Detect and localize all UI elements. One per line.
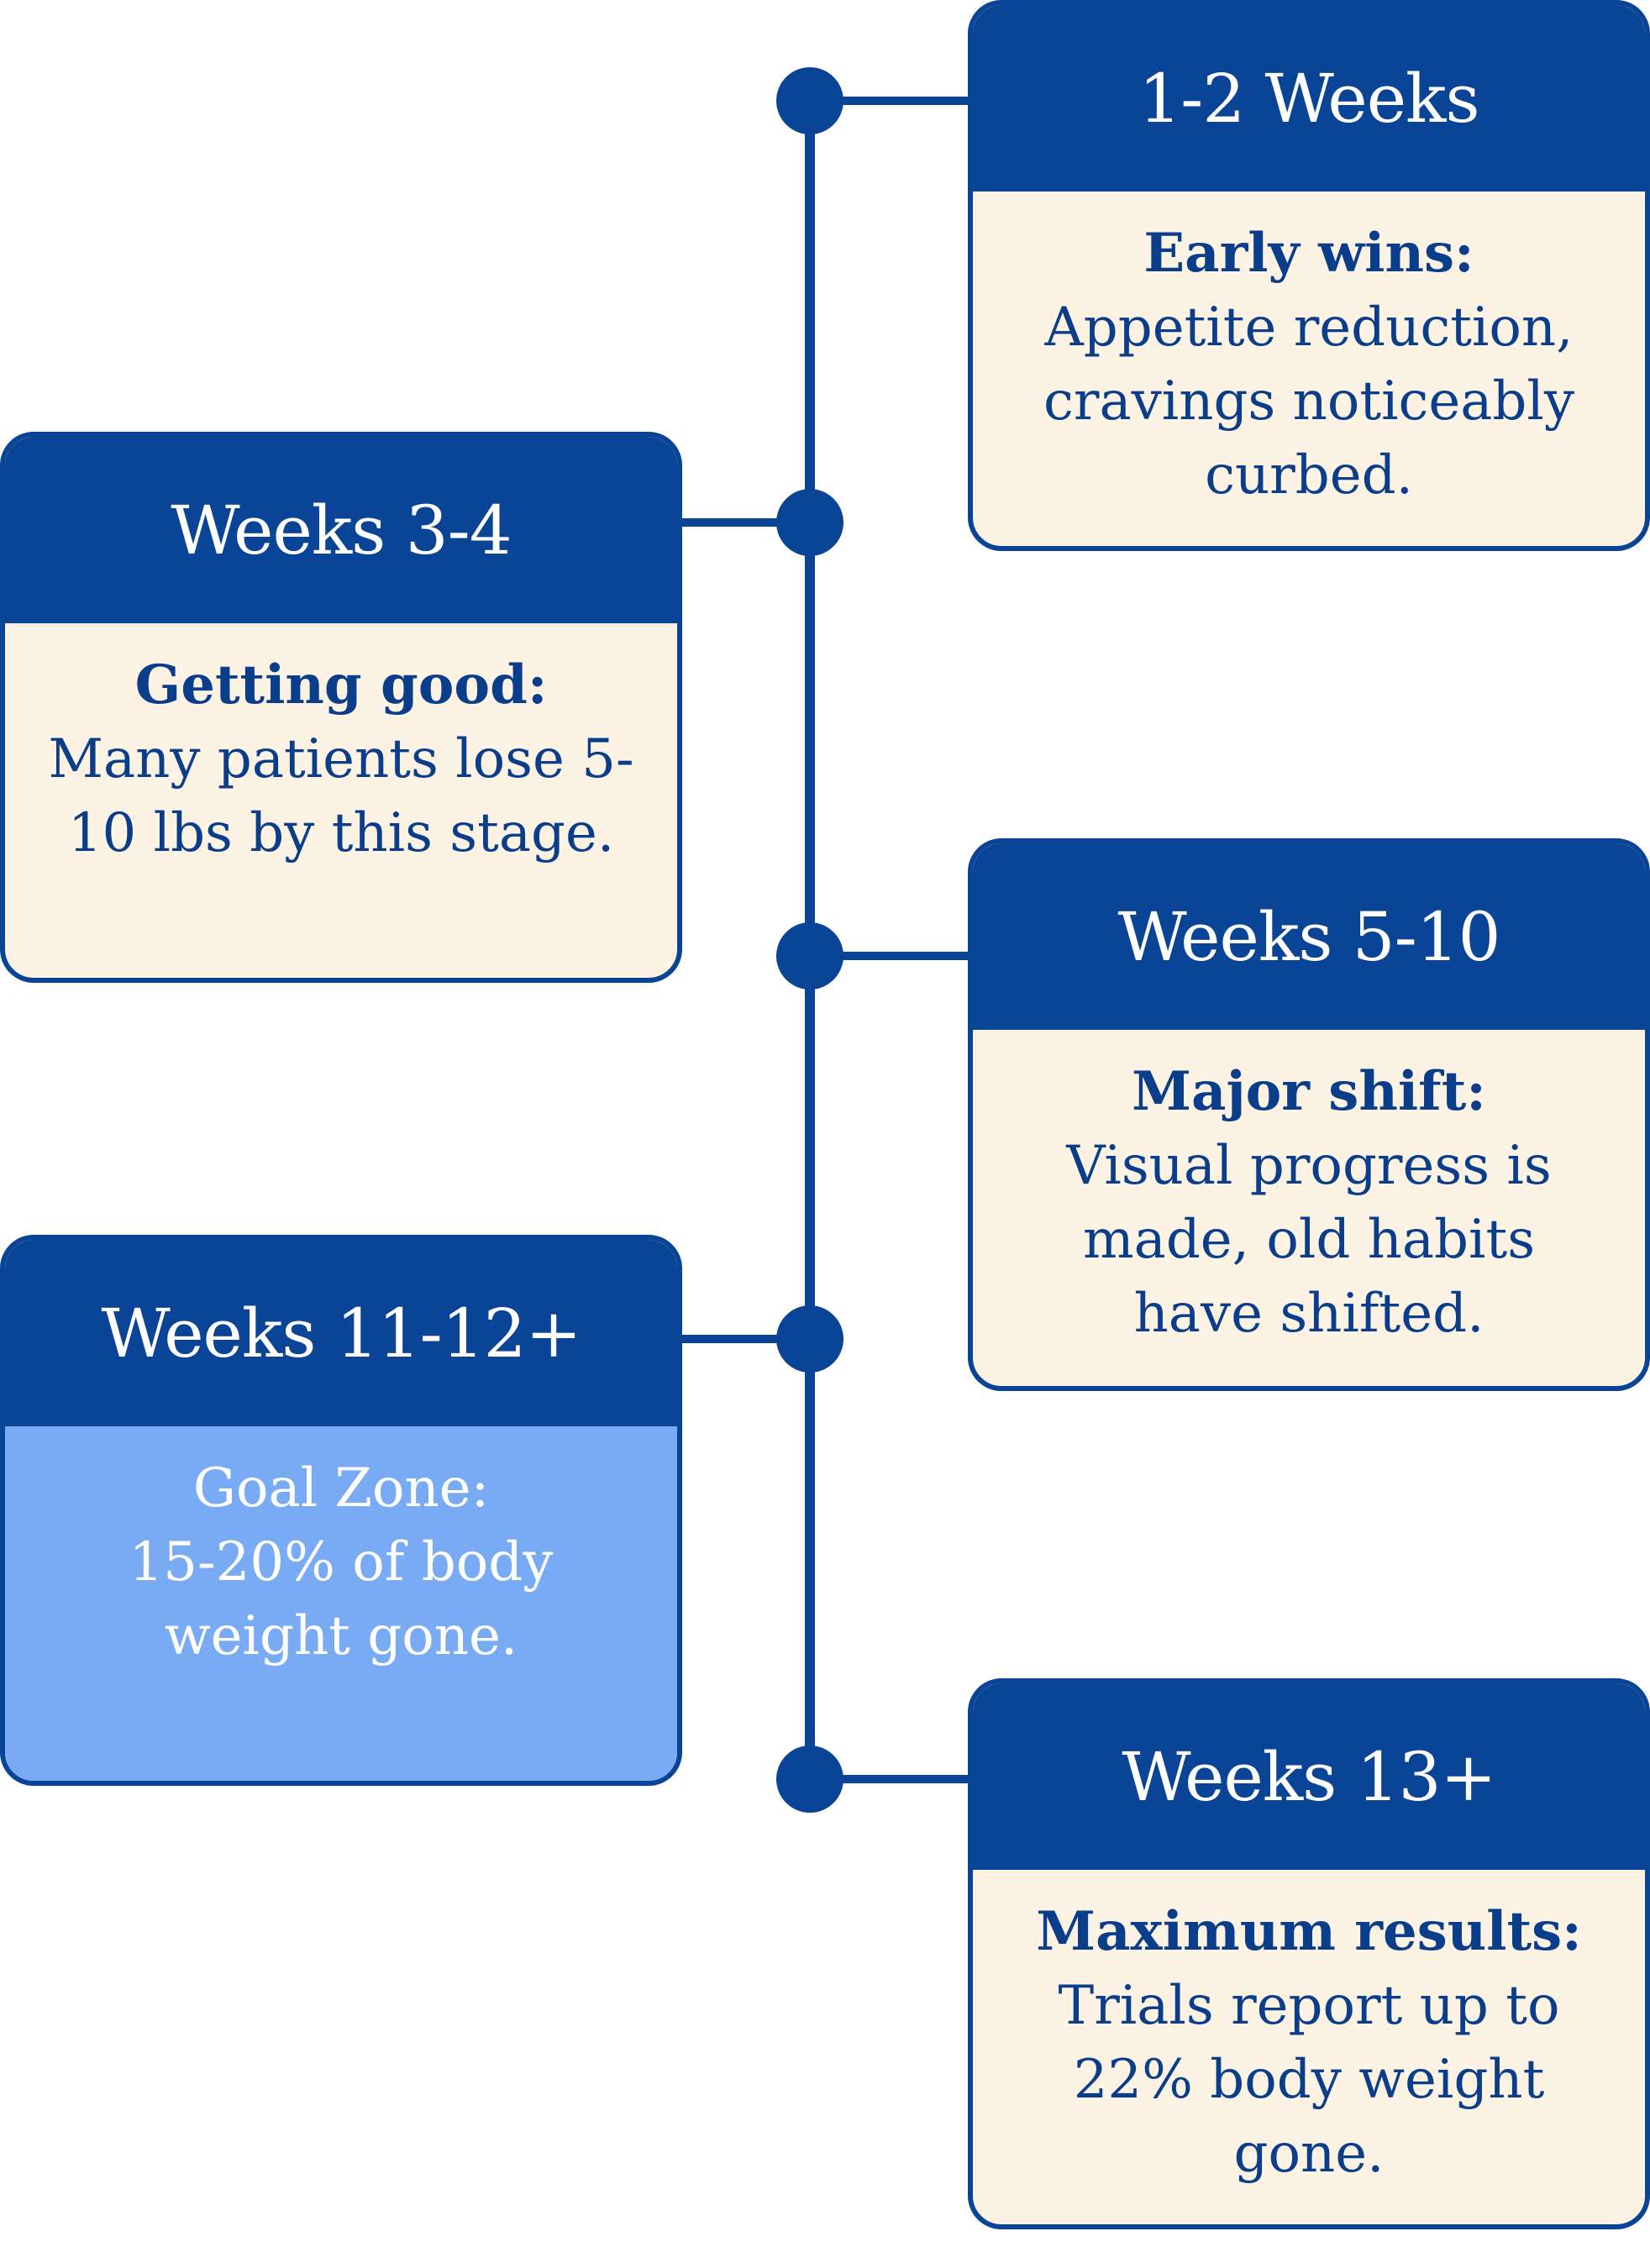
stage-description: Visual progress is made, old habits have…	[1066, 1135, 1552, 1345]
stage-card-weeks-3-4: Weeks 3-4 Getting good: Many patients lo…	[0, 432, 682, 983]
stage-card-1-2-weeks: 1-2 Weeks Early wins: Appetite reduction…	[968, 0, 1650, 551]
stage-lead: Getting good:	[134, 654, 548, 717]
stage-description: Appetite reduction, cravings noticeably …	[1043, 297, 1574, 507]
stage-description: 15-20% of body weight gone.	[129, 1531, 554, 1667]
stage-description: Trials report up to 22% body weight gone…	[1058, 1975, 1560, 2185]
timeline-dot-weeks-3-4	[776, 489, 843, 556]
stage-lead: Goal Zone:	[192, 1457, 490, 1520]
stage-body: Goal Zone: 15-20% of body weight gone.	[5, 1426, 677, 1781]
stage-card-weeks-5-10: Weeks 5-10 Major shift: Visual progress …	[968, 838, 1650, 1391]
stage-title: Weeks 3-4	[5, 437, 677, 623]
timeline-dot-weeks-11-12	[776, 1305, 843, 1373]
stage-title: 1-2 Weeks	[973, 5, 1645, 192]
stage-lead: Major shift:	[1132, 1060, 1486, 1123]
timeline-dot-weeks-13	[776, 1746, 843, 1813]
stage-body: Early wins: Appetite reduction, cravings…	[973, 192, 1645, 546]
stage-body: Getting good: Many patients lose 5-10 lb…	[5, 623, 677, 978]
timeline-dot-weeks-5-10	[776, 922, 843, 990]
stage-lead: Early wins:	[1143, 222, 1474, 285]
stage-lead: Maximum results:	[1036, 1900, 1582, 1963]
stage-card-weeks-13: Weeks 13+ Maximum results: Trials report…	[968, 1678, 1650, 2229]
stage-description: Many patients lose 5-10 lbs by this stag…	[48, 728, 634, 864]
stage-title: Weeks 11-12+	[5, 1240, 677, 1426]
timeline-dot-1-2-weeks	[776, 67, 843, 134]
stage-title: Weeks 5-10	[973, 843, 1645, 1030]
stage-title: Weeks 13+	[973, 1683, 1645, 1870]
stage-body: Major shift: Visual progress is made, ol…	[973, 1030, 1645, 1386]
stage-card-weeks-11-12: Weeks 11-12+ Goal Zone: 15-20% of body w…	[0, 1235, 682, 1786]
stage-body: Maximum results: Trials report up to 22%…	[973, 1870, 1645, 2224]
